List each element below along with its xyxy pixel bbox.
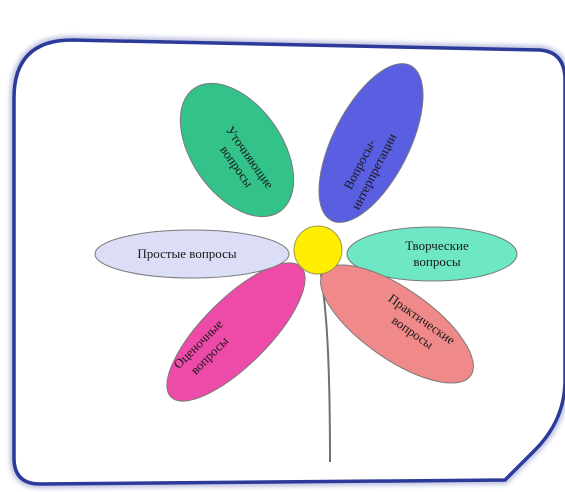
- petal-practical: Практическиевопросы: [320, 264, 474, 384]
- petal-creative-label-line: Творческие: [405, 238, 469, 253]
- petal-clarifying: Уточняющиевопросы: [179, 82, 295, 218]
- petal-simple-label-line: Простые вопросы: [137, 246, 237, 261]
- flower-center: [293, 225, 343, 275]
- petal-clarifying-shape: [179, 82, 295, 218]
- petal-simple-shape: [94, 229, 290, 279]
- petal-simple: Простые вопросы: [94, 229, 290, 279]
- petal-interpretation-shape: [318, 63, 424, 223]
- petal-creative-shape: [346, 226, 518, 282]
- petal-simple-label: Простые вопросы: [137, 246, 237, 261]
- petal-creative-label-line: вопросы: [413, 254, 461, 269]
